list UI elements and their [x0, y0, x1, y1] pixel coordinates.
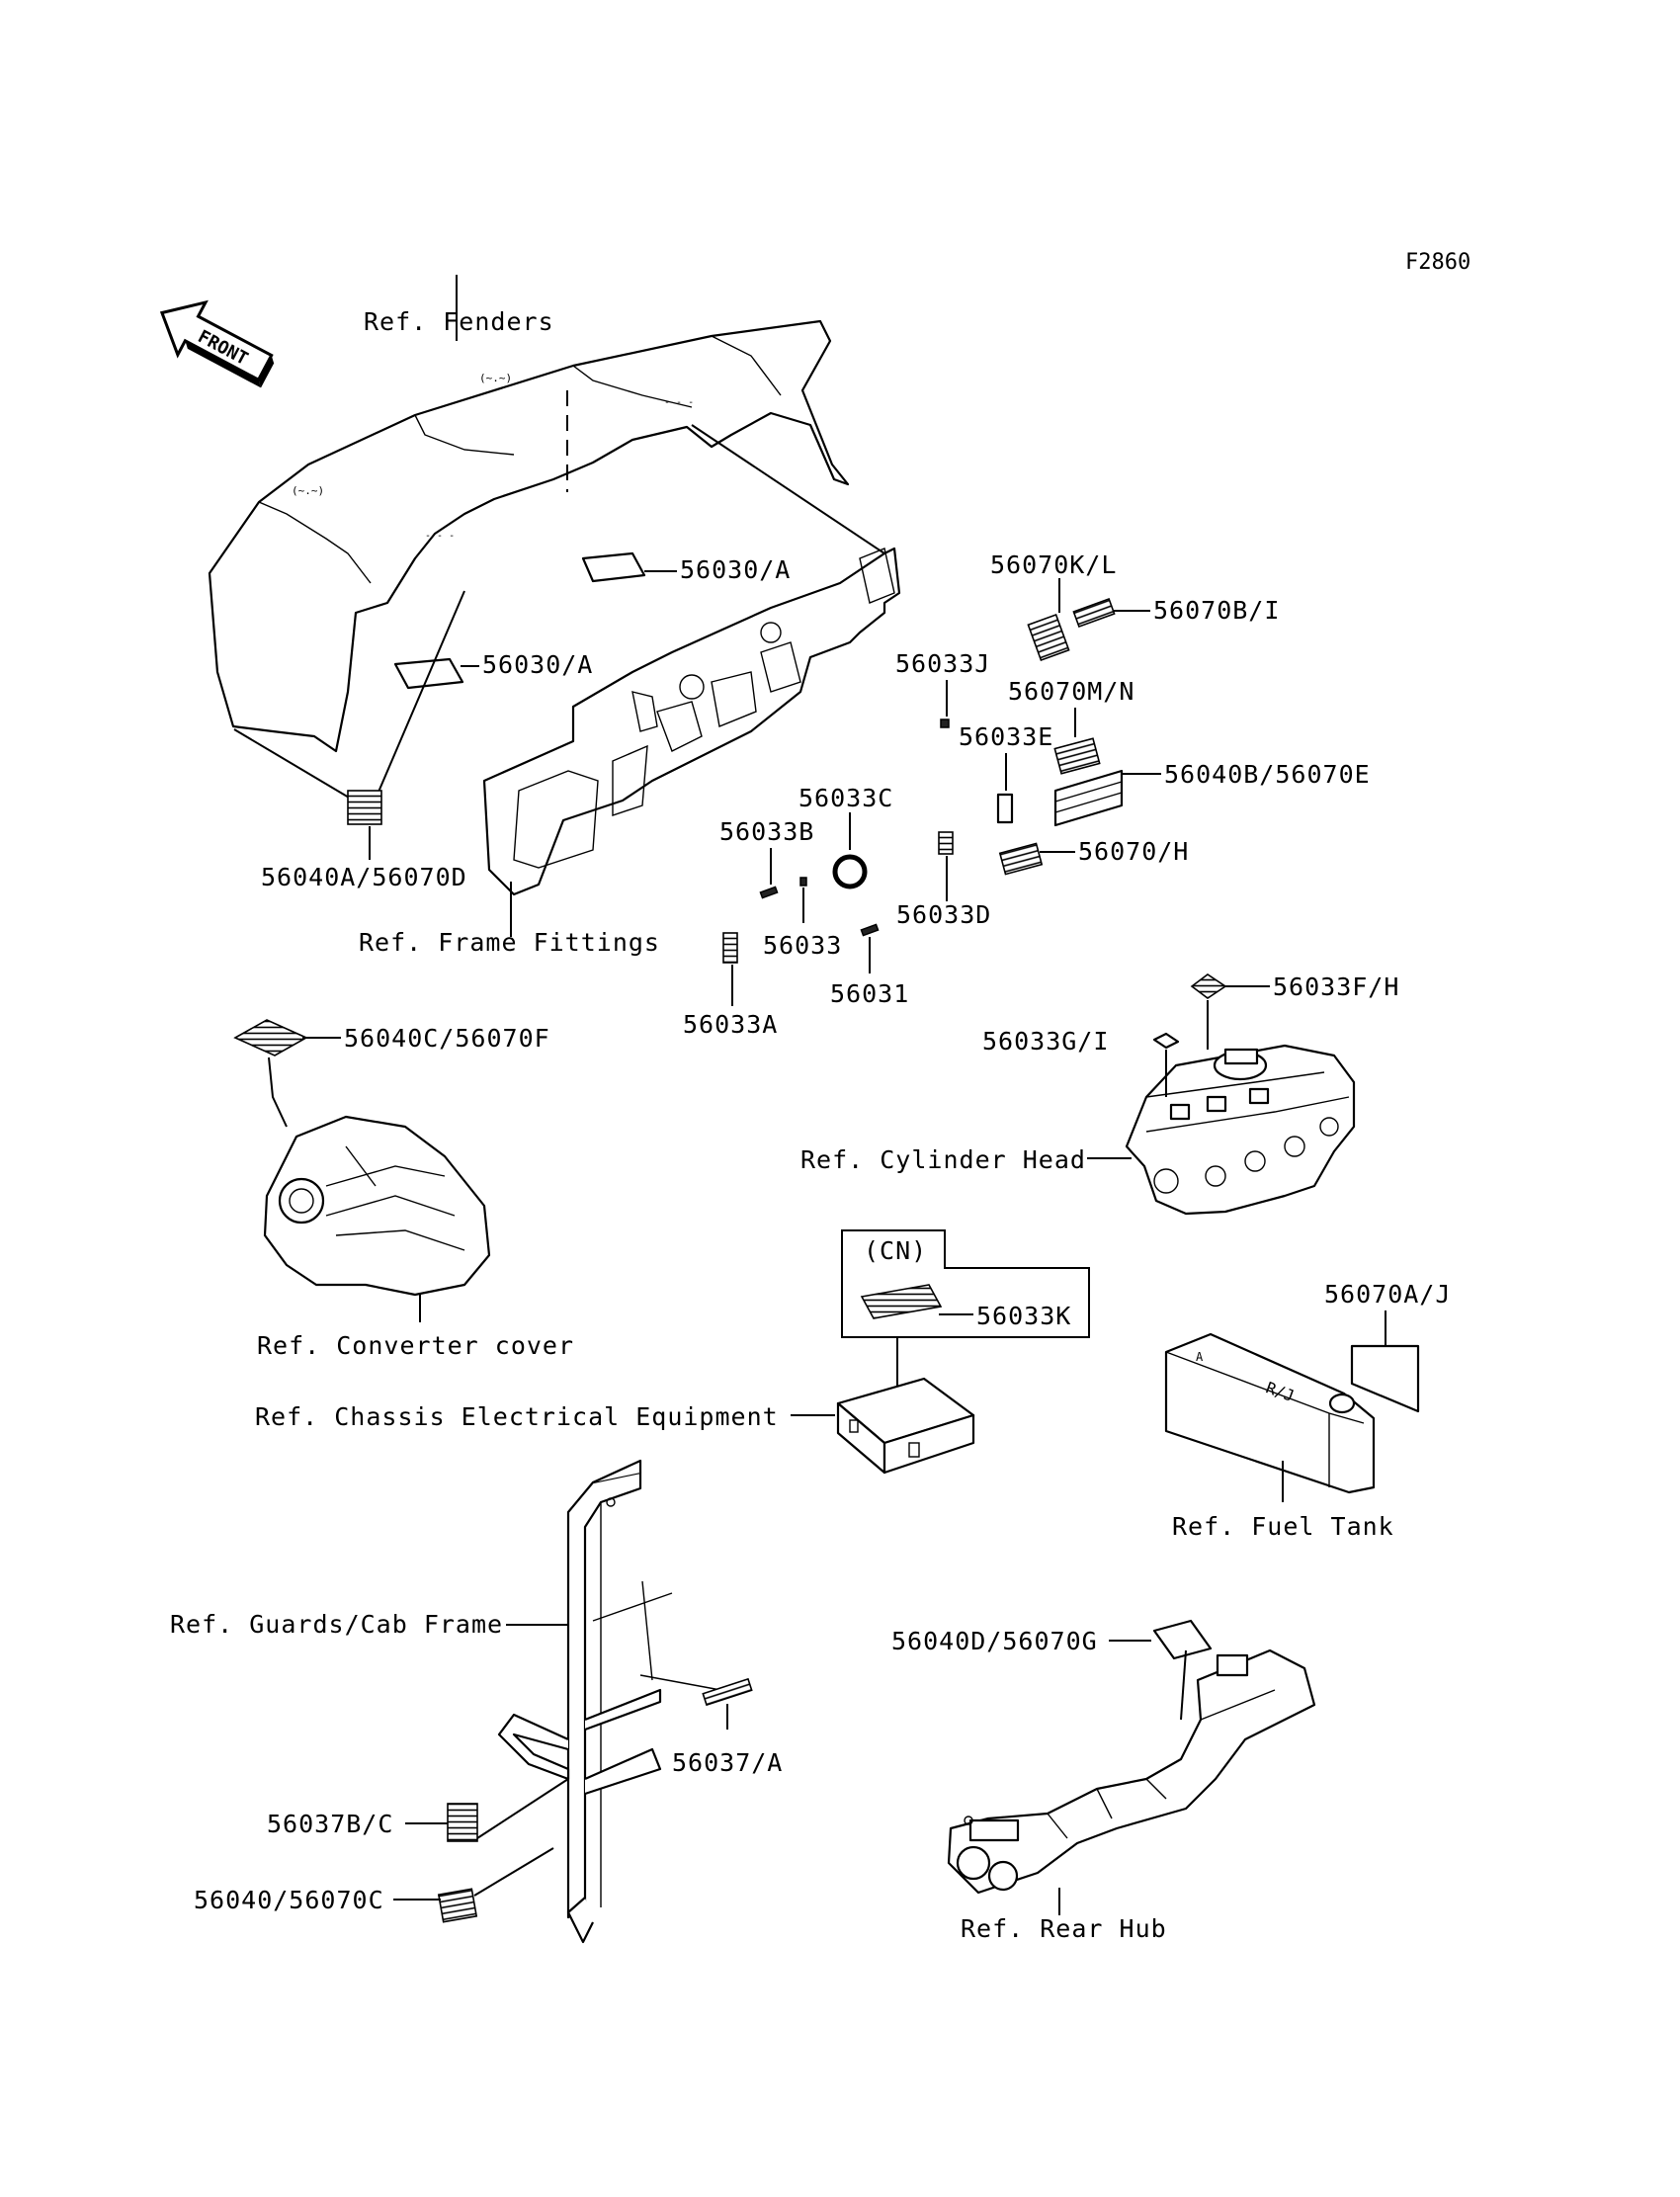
- decal-56033a: [722, 932, 738, 964]
- part-56033d: 56033D: [896, 900, 991, 929]
- part-56033a: 56033A: [683, 1010, 778, 1039]
- part-56070aj: 56070A/J: [1324, 1280, 1451, 1309]
- decal-56040a: [347, 790, 382, 825]
- part-56033e: 56033E: [959, 722, 1053, 751]
- fuel-tank: A R/J: [1164, 1332, 1376, 1494]
- part-56033k: 56033K: [976, 1302, 1071, 1330]
- part-56031: 56031: [830, 979, 909, 1008]
- ref-chassis-electrical-label: Ref. Chassis Electrical Equipment: [255, 1402, 779, 1431]
- part-56033c: 56033C: [798, 784, 893, 812]
- decal-56033fh: [1190, 973, 1227, 999]
- decal-56033j: [940, 718, 950, 728]
- rear-hub: [947, 1648, 1316, 1895]
- part-56070h: 56070/H: [1078, 837, 1189, 866]
- fender-assembly: (~.~) (~.~) - - - - - -: [208, 319, 850, 753]
- part-56037bc: 56037B/C: [267, 1810, 393, 1838]
- electrical-box: [836, 1377, 975, 1475]
- figure-code: F2860: [1405, 250, 1470, 275]
- part-56030a-left: 56030/A: [482, 650, 593, 679]
- decal-56033d: [938, 831, 954, 855]
- decal-56033: [799, 877, 807, 887]
- cab-frame: [497, 1459, 732, 1944]
- decal-56033e: [996, 793, 1014, 824]
- decal-56070bi: [1072, 597, 1116, 629]
- ref-cylinder-head-label: Ref. Cylinder Head: [800, 1145, 1086, 1174]
- part-56040c: 56040C/56070F: [344, 1024, 550, 1053]
- decal-56033c: [832, 854, 868, 889]
- decal-56033b: [759, 886, 779, 899]
- ref-frame-fittings-label: Ref. Frame Fittings: [359, 928, 660, 957]
- decal-56033gi: [1152, 1032, 1180, 1050]
- part-56033gi: 56033G/I: [982, 1027, 1109, 1056]
- cn-box: [841, 1229, 1090, 1338]
- front-arrow-icon: FRONT: [159, 299, 275, 388]
- decal-56030a-top: [581, 551, 646, 583]
- ref-guards-cab-frame-label: Ref. Guards/Cab Frame: [170, 1610, 503, 1639]
- part-56037a: 56037/A: [672, 1748, 783, 1777]
- decal-56040d: [1152, 1619, 1213, 1660]
- part-56070bi: 56070B/I: [1153, 596, 1280, 625]
- part-56040: 56040/56070C: [194, 1886, 384, 1914]
- decal-56040c: [233, 1019, 308, 1056]
- decal-56037bc: [447, 1803, 478, 1842]
- part-56040d: 56040D/56070G: [891, 1627, 1098, 1655]
- ref-fenders-label: Ref. Fenders: [364, 307, 554, 336]
- decal-56070mn: [1053, 737, 1101, 775]
- part-56033fh: 56033F/H: [1273, 972, 1399, 1001]
- decal-56033k: [860, 1284, 943, 1319]
- cylinder-head: [1125, 1044, 1356, 1216]
- svg-text:(~.~): (~.~): [479, 372, 512, 384]
- decal-56037a: [702, 1677, 753, 1707]
- decal-56070kl: [1027, 613, 1070, 662]
- frame-fittings-panel: [482, 424, 901, 896]
- part-56040b: 56040B/56070E: [1164, 760, 1371, 789]
- decal-56040b: [1053, 769, 1124, 827]
- decal-56031: [860, 923, 880, 937]
- decal-56070aj: [1350, 1344, 1420, 1413]
- part-56030a-top: 56030/A: [680, 555, 791, 584]
- part-56033j: 56033J: [895, 649, 990, 678]
- part-56070kl: 56070K/L: [990, 550, 1117, 579]
- cn-box-label: (CN): [864, 1236, 927, 1265]
- svg-text:A: A: [1196, 1350, 1204, 1364]
- ref-converter-cover-label: Ref. Converter cover: [257, 1331, 574, 1360]
- part-56033: 56033: [763, 931, 842, 960]
- decal-56070h: [998, 842, 1044, 876]
- decal-56040: [437, 1888, 478, 1923]
- svg-text:- - -: - - -: [664, 397, 694, 408]
- converter-cover: [263, 1115, 491, 1297]
- svg-text:- - -: - - -: [425, 531, 455, 542]
- part-56033b: 56033B: [719, 817, 814, 846]
- svg-text:(~.~): (~.~): [292, 484, 324, 497]
- part-56040a: 56040A/56070D: [261, 863, 467, 891]
- ref-rear-hub-label: Ref. Rear Hub: [961, 1914, 1167, 1943]
- part-56070mn: 56070M/N: [1008, 677, 1134, 706]
- ref-fuel-tank-label: Ref. Fuel Tank: [1172, 1512, 1394, 1541]
